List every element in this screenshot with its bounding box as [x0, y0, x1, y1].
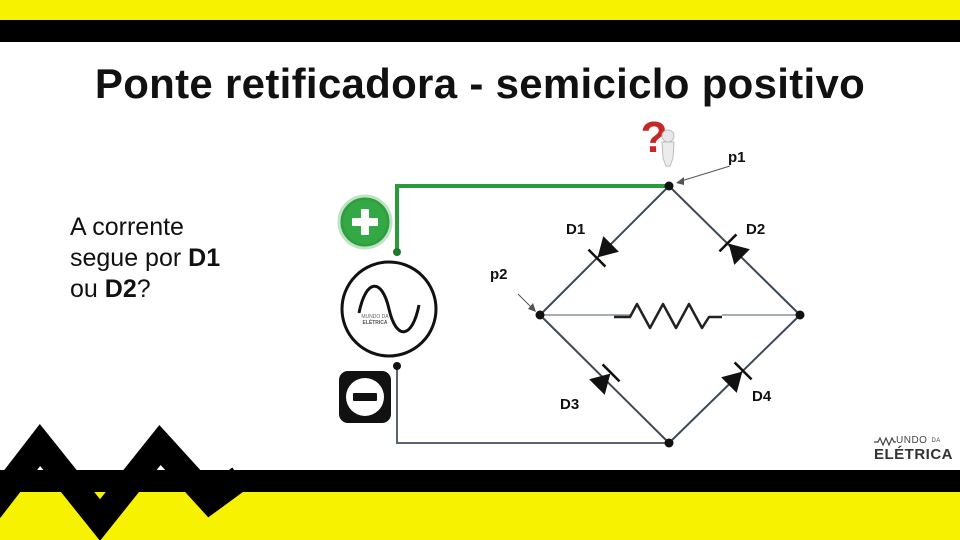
question-d1-bold: D1 [188, 244, 221, 272]
label-p1: p1 [728, 149, 746, 166]
label-d4: D4 [752, 388, 772, 405]
node-right [795, 310, 805, 320]
ac-source-icon: MUNDO DA ELÉTRICA [340, 260, 438, 358]
node-bottom [664, 438, 674, 448]
label-d1: D1 [566, 221, 585, 238]
zigzag-wave [0, 423, 248, 540]
diode-d2 [718, 233, 750, 265]
node-p2 [535, 310, 545, 320]
p1-pointer-head [676, 177, 684, 185]
logo-da-text: DA [931, 437, 941, 444]
logo-top-text: UNDO [896, 435, 928, 446]
source-logo-top: MUNDO DA [361, 314, 389, 320]
label-p2: p2 [490, 266, 508, 283]
node-p1 [664, 181, 674, 191]
question-line-2: segue por D1 [70, 243, 220, 274]
source-terminal-negative [393, 362, 401, 370]
question-line-3-text: ou [70, 275, 105, 303]
question-line-3: ou D2? [70, 274, 220, 305]
question-line-2-text: segue por [70, 244, 189, 272]
minus-badge-icon [339, 371, 391, 423]
logo-wave-icon [874, 435, 896, 446]
resistor [614, 302, 722, 330]
negative-wire [396, 366, 669, 444]
question-figure-icon: ? [641, 113, 675, 167]
mundo-da-eletrica-logo: UNDO DA ELÉTRICA [874, 435, 954, 463]
page-title: Ponte retificadora - semiciclo positivo [94, 60, 866, 107]
p2-pointer-head [528, 303, 536, 312]
question-d2-bold: D2 [104, 275, 137, 303]
top-yellow-band [0, 0, 960, 20]
source-logo-bottom: ELÉTRICA [363, 318, 388, 326]
top-black-band [0, 20, 960, 42]
question-text: A corrente segue por D1 ou D2? [70, 212, 220, 305]
source-terminal-positive [393, 248, 401, 256]
plus-badge-icon [337, 194, 393, 250]
logo-bottom-text: ELÉTRICA [874, 446, 953, 463]
p1-pointer [677, 165, 731, 183]
label-d3: D3 [560, 396, 579, 413]
label-d2: D2 [746, 221, 765, 238]
question-mark-text: ? [136, 275, 151, 303]
logo-top-line: UNDO DA [874, 435, 954, 446]
diode-d3 [589, 363, 621, 395]
positive-wire [395, 184, 669, 252]
bottom-yellow-band [0, 492, 960, 540]
question-line-1: A corrente [70, 213, 184, 241]
diode-d1 [587, 236, 619, 268]
diode-d4 [721, 361, 753, 393]
